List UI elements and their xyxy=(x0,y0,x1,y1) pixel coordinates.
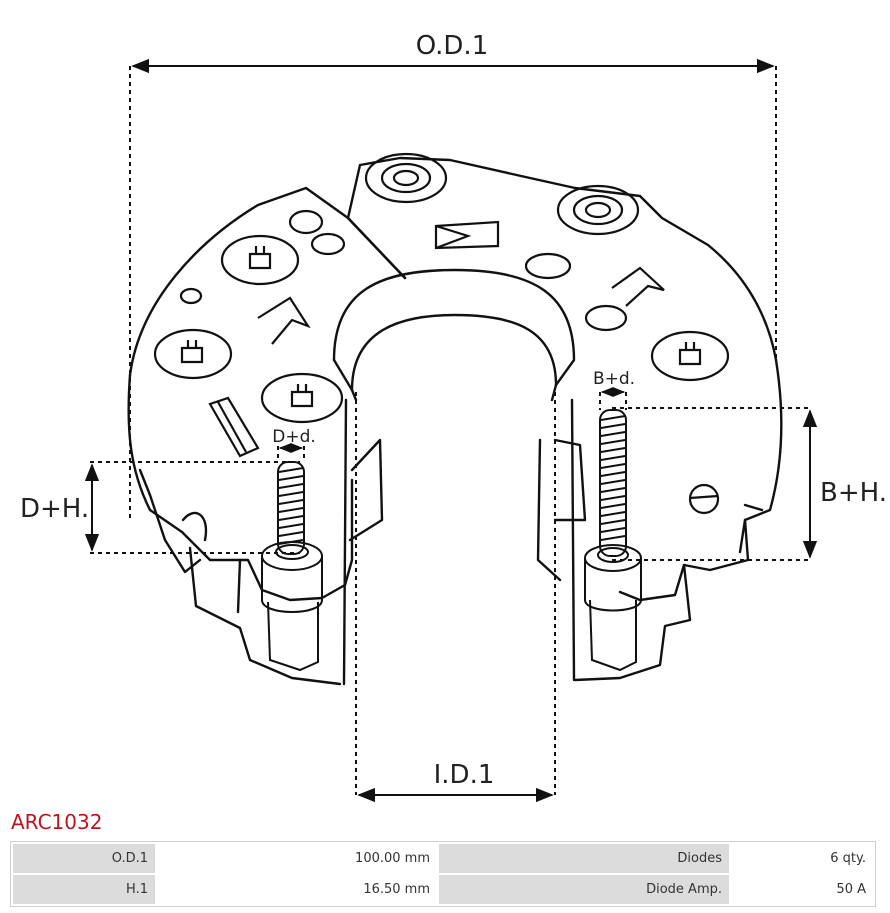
bd-label: B+d. xyxy=(593,369,635,389)
table-row: H.1 16.50 mm Diode Amp. 50 A xyxy=(13,875,873,904)
dimension-arrows xyxy=(84,58,818,803)
rectifier-body xyxy=(127,156,783,686)
bh-label: B+H. xyxy=(820,478,887,508)
id-label: I.D.1 xyxy=(434,760,495,790)
spec-label: Diodes xyxy=(439,844,729,873)
part-number: ARC1032 xyxy=(11,810,103,834)
spec-value: 16.50 mm xyxy=(157,875,437,904)
dimension-lines xyxy=(90,66,810,795)
spec-value: 50 A xyxy=(731,875,873,904)
rectifier-drawing: O.D.1 I.D.1 D+H. B+H. D+d. B+d. xyxy=(20,31,887,803)
spec-label: O.D.1 xyxy=(13,844,155,873)
dh-label: D+H. xyxy=(20,494,89,524)
spec-value: 6 qty. xyxy=(731,844,873,873)
spec-table: O.D.1 100.00 mm Diodes 6 qty. H.1 16.50 … xyxy=(10,841,876,907)
dd-label: D+d. xyxy=(272,427,316,447)
od-label: O.D.1 xyxy=(416,31,489,61)
bolt-left xyxy=(261,461,323,672)
bolt-right xyxy=(584,409,642,672)
spec-label: H.1 xyxy=(13,875,155,904)
spec-value: 100.00 mm xyxy=(157,844,437,873)
spec-label: Diode Amp. xyxy=(439,875,729,904)
table-row: O.D.1 100.00 mm Diodes 6 qty. xyxy=(13,844,873,873)
rectifier-features xyxy=(153,152,730,515)
